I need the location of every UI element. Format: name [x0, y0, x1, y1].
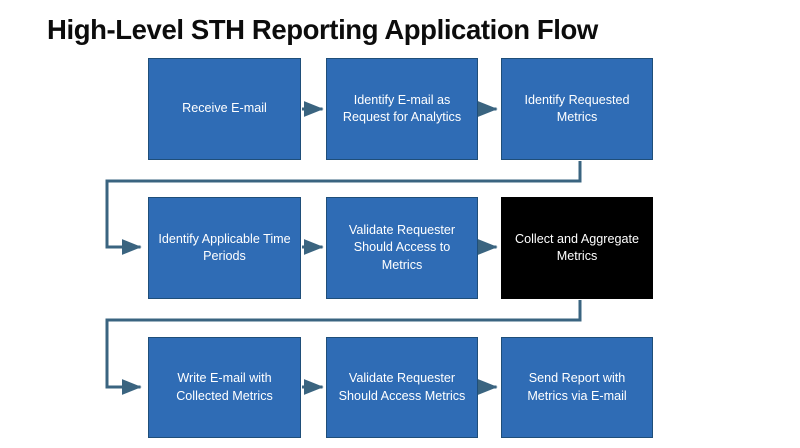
edge-n3-n4 [105, 161, 582, 255]
flow-node-identify-email-as-request[interactable]: Identify E-mail as Request for Analytics [326, 58, 478, 160]
flow-node-identify-requested-metrics[interactable]: Identify Requested Metrics [501, 58, 653, 160]
flow-node-label: Identify Applicable Time Periods [158, 231, 291, 263]
flow-node-validate-requester-access-metrics[interactable]: Validate Requester Should Access Metrics [326, 337, 478, 438]
flow-node-label: Receive E-mail [182, 101, 267, 116]
edge-n6-n7 [105, 300, 582, 395]
flow-node-collect-and-aggregate-metrics[interactable]: Collect and Aggregate Metrics [501, 197, 653, 299]
page-title: High-Level STH Reporting Application Flo… [47, 14, 598, 45]
flow-node-label: Validate Requester Should Access to Metr… [348, 222, 456, 272]
flow-node-receive-email[interactable]: Receive E-mail [148, 58, 301, 160]
flow-node-send-report-with-metrics[interactable]: Send Report with Metrics via E-mail [501, 337, 653, 438]
flow-node-label: Identify Requested Metrics [524, 92, 630, 124]
flow-node-label: Send Report with Metrics via E-mail [527, 371, 627, 403]
flow-node-write-email-with-collected-metrics[interactable]: Write E-mail with Collected Metrics [148, 337, 301, 438]
flow-node-label: Collect and Aggregate Metrics [515, 231, 639, 263]
flow-node-validate-requester-access-to-metrics[interactable]: Validate Requester Should Access to Metr… [326, 197, 478, 299]
flow-node-label: Validate Requester Should Access Metrics [338, 371, 466, 403]
flow-node-label: Identify E-mail as Request for Analytics [342, 92, 462, 124]
flow-node-label: Write E-mail with Collected Metrics [176, 371, 273, 403]
flow-node-identify-applicable-time-periods[interactable]: Identify Applicable Time Periods [148, 197, 301, 299]
